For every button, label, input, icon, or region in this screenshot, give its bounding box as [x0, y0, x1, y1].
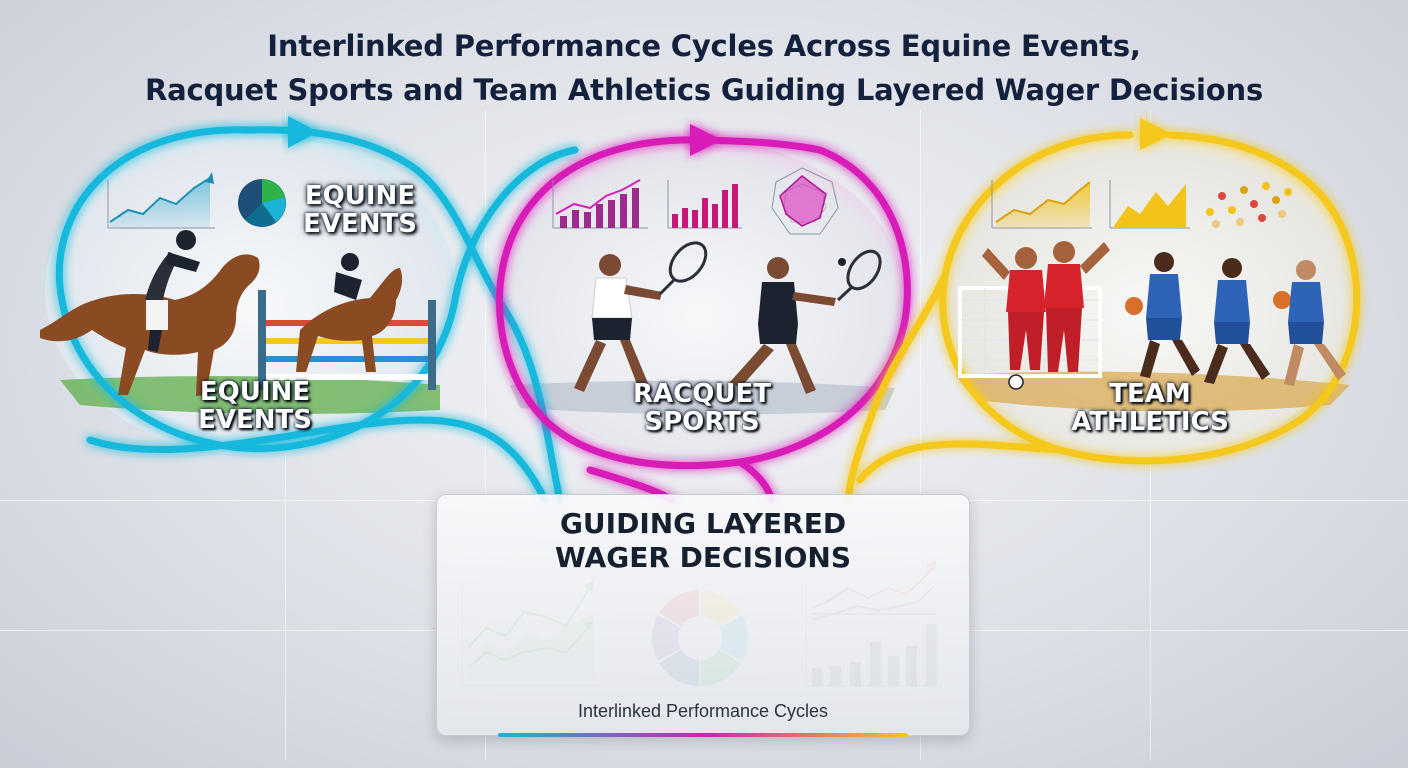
- panel-title-line-1: GUIDING LAYERED: [559, 507, 847, 540]
- equine-events-label: EQUINE EVENTS: [180, 378, 330, 434]
- team-cycle-ring: [844, 131, 1361, 504]
- panel-caption: Interlinked Performance Cycles: [577, 701, 829, 721]
- racquet-sports-label: RACQUET SPORTS: [612, 380, 792, 436]
- pie-chart-icon: [238, 179, 286, 227]
- panel-glow-bar: [498, 733, 908, 737]
- racquet-bar-chart-icon: [667, 180, 742, 229]
- team-arrow-icon: [1140, 118, 1172, 150]
- racquet-ground: [510, 380, 895, 415]
- page-title: Interlinked Performance Cycles Across Eq…: [0, 24, 1408, 112]
- radar-chart-icon: [771, 167, 839, 235]
- tennis-opponent-icon: [730, 257, 836, 394]
- equine-cycle-ring: [55, 126, 579, 504]
- bg-grid-line: [920, 110, 921, 760]
- basketball-player-icon: [1125, 252, 1346, 386]
- racquet-arrow-icon: [690, 124, 722, 156]
- equine-arrow-icon: [288, 116, 318, 148]
- equine-ground: [60, 376, 440, 414]
- racquet-line-chart-icon: [552, 179, 648, 229]
- panel-title-line-2: WAGER DECISIONS: [554, 541, 852, 574]
- page-title-line-2: Racquet Sports and Team Athletics Guidin…: [144, 73, 1264, 107]
- panel-title: GUIDING LAYERED WAGER DECISIONS: [437, 507, 969, 575]
- team-label-line-2: ATHLETICS: [1071, 407, 1229, 437]
- equine-label-line-1: EQUINE: [199, 377, 311, 407]
- team-area-chart-icon: [991, 180, 1092, 229]
- equine-label-line-2: EVENTS: [198, 405, 312, 435]
- team-peak-chart-icon: [1109, 180, 1190, 229]
- equine-heading-line-2: EVENTS: [303, 209, 417, 239]
- wager-decisions-panel: GUIDING LAYERED WAGER DECISIONS Interlin…: [436, 494, 970, 736]
- team-athletics-label: TEAM ATHLETICS: [1060, 380, 1240, 436]
- equine-events-heading: EQUINE EVENTS: [290, 182, 430, 238]
- horse-rider-icon: [40, 230, 260, 396]
- tennis-racquet-icon: [658, 241, 882, 302]
- racquet-label-line-2: SPORTS: [644, 407, 760, 437]
- equine-heading-line-1: EQUINE: [304, 181, 416, 211]
- page-title-line-1: Interlinked Performance Cycles Across Eq…: [267, 29, 1141, 63]
- racquet-label-line-1: RACQUET: [633, 379, 771, 409]
- team-label-line-1: TEAM: [1109, 379, 1191, 409]
- show-jump-icon: [258, 253, 436, 390]
- equine-cycle-area: [45, 125, 455, 455]
- equine-line-chart-icon: [107, 172, 215, 229]
- tennis-player-icon: [574, 254, 662, 392]
- team-ground: [955, 371, 1350, 412]
- soccer-player-icon: [982, 241, 1110, 390]
- scatter-chart-icon: [1206, 182, 1292, 228]
